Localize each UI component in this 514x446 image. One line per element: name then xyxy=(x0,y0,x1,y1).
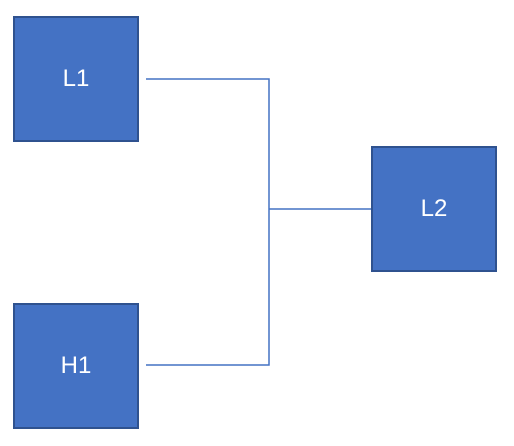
node-l1[interactable]: L1 xyxy=(13,16,139,142)
connector-l1-to-trunk xyxy=(146,78,270,209)
node-l2-label: L2 xyxy=(420,195,448,222)
node-l2[interactable]: L2 xyxy=(371,146,497,272)
node-h1[interactable]: H1 xyxy=(13,303,139,429)
node-h1-label: H1 xyxy=(60,352,92,379)
node-l1-label: L1 xyxy=(62,65,90,92)
connector-h1-to-trunk xyxy=(146,209,270,366)
